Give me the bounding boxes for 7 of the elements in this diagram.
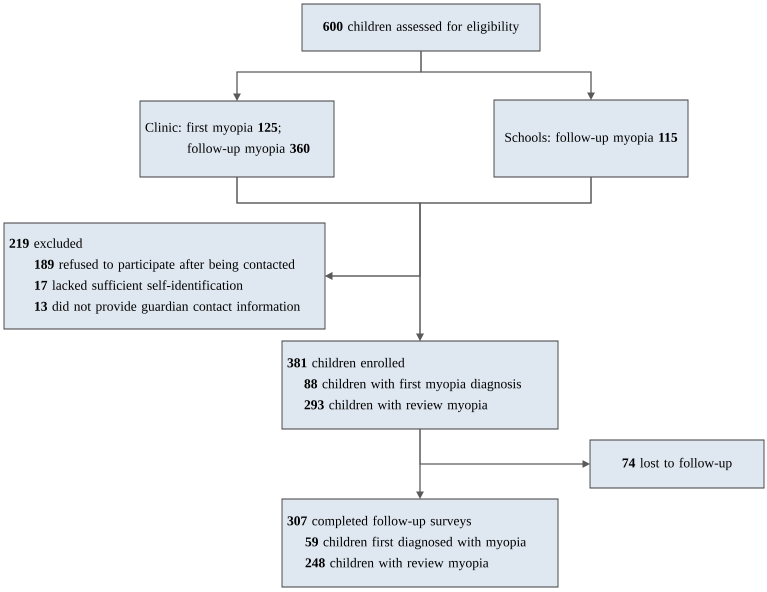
process-box: 74 lost to follow-up [590,440,764,488]
process-box: 219 excluded 189 refused to participate after being contacted 17 lacked sufficient self-identification 13 did not provide guardian contact information [4,222,326,330]
process-box: Schools: follow-up myopia 115 [494,100,688,178]
process-box: 600 children assessed for eligibility [302,4,540,52]
process-box: 307 completed follow-up surveys 59 children first diagnosed with myopia 248 children with review myopia [282,498,558,588]
process-box: Clinic: first myopia 125; follow-up myopia 360 [140,100,334,178]
process-box: 381 children enrolled 88 children with first myopia diagnosis 293 children with review myopia [282,340,558,430]
